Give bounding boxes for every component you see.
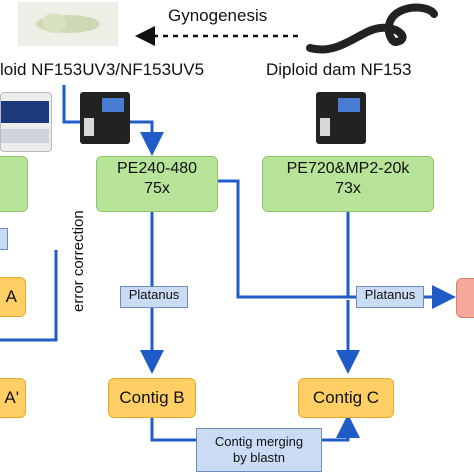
right-output-box-partial [456, 278, 474, 318]
merge-line-1: Contig merging [214, 434, 304, 449]
contig-c-label: Contig C [312, 388, 380, 407]
contig-a-prime-box: A' [0, 378, 26, 418]
sequencer-left-device [0, 92, 52, 152]
right-sample-label: Diploid dam NF153 [266, 60, 412, 79]
contig-merging-box: Contig merging by blastn [196, 428, 322, 472]
contig-c-box: Contig C [298, 378, 394, 418]
left-process-box-partial [0, 228, 8, 250]
arrow-merge-to-contigc [322, 414, 360, 442]
pe240-title: PE240-480 [116, 160, 198, 177]
eel-image [306, 3, 438, 54]
platanus-1-label: Platanus [128, 287, 180, 302]
sequencer-icon-1 [80, 92, 130, 144]
platanus-box-1: Platanus [120, 286, 188, 308]
arrow-pe240-to-platanus2 [218, 179, 456, 309]
pe720-coverage: 73x [335, 180, 361, 197]
merge-line-2: by blastn [232, 450, 286, 465]
pe240-box: PE240-480 75x [96, 156, 218, 212]
arrow-error-correction [0, 250, 58, 342]
arrow-contigb-to-merge [150, 418, 198, 442]
platanus-2-label: Platanus [364, 287, 416, 302]
pe720-box: PE720&MP2-20k 73x [262, 156, 434, 212]
pe240-coverage: 75x [144, 180, 170, 197]
left-sample-label: loid NF153UV3/NF153UV5 [0, 60, 205, 79]
contig-b-box: Contig B [108, 378, 196, 418]
platanus-box-2: Platanus [356, 286, 424, 308]
larva-image [18, 2, 118, 46]
contig-a-box: A [0, 277, 26, 317]
contig-b-label: Contig B [119, 388, 185, 407]
contig-a-prime-label: A' [4, 388, 19, 407]
pe720-title: PE720&MP2-20k [286, 160, 410, 177]
contig-a-label: A [5, 287, 17, 306]
sequencer-icon-2 [316, 92, 366, 144]
left-green-box-partial [0, 156, 28, 212]
gynogenesis-label: Gyno­genesis [168, 6, 268, 25]
